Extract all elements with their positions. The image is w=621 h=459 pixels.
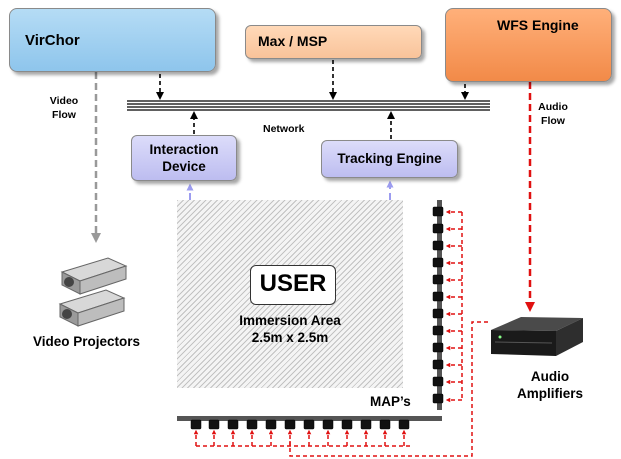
video-projectors-label: Video Projectors — [33, 334, 141, 349]
user-label: USER — [259, 270, 327, 297]
network-bus — [127, 100, 490, 111]
max-msp-label: Max / MSP — [258, 33, 328, 49]
speaker-feed-lines — [193, 209, 488, 457]
audio-amplifiers-line2: Amplifiers — [516, 386, 584, 401]
immersion-area-line1: Immersion Area — [239, 313, 341, 328]
wfs-engine-label: WFS Engine — [497, 17, 579, 33]
interaction-device-label: Interaction Device — [131, 141, 237, 175]
user-box — [250, 265, 336, 305]
speaker-array-bottom — [177, 416, 442, 430]
audio-flow-label: Audio Flow — [533, 100, 573, 128]
immersion-area-label: Immersion Area 2.5m x 2.5m — [200, 312, 380, 346]
speaker-array-right — [432, 200, 444, 410]
virchor-label: VirChor — [25, 32, 80, 49]
virchor-box — [9, 8, 216, 72]
video-flow-line2: Flow — [52, 109, 76, 121]
bus-connectors — [156, 60, 469, 139]
audio-flow-line1: Audio — [538, 101, 568, 113]
tracking-engine-box — [321, 140, 458, 178]
max-msp-box — [245, 25, 422, 59]
video-projectors-icon — [58, 257, 128, 327]
maps-label: MAP’s — [370, 394, 411, 409]
wfs-engine-box — [445, 8, 612, 82]
network-label: Network — [263, 123, 305, 135]
interaction-device-line2: Device — [162, 159, 206, 174]
interaction-device-box — [131, 135, 237, 181]
audio-amplifiers-icon — [491, 317, 583, 356]
interaction-device-line1: Interaction — [149, 142, 219, 157]
video-flow-label: Video Flow — [44, 94, 84, 122]
audio-flow-line2: Flow — [541, 115, 565, 127]
immersion-area-size: 2.5m x 2.5m — [251, 330, 329, 345]
audio-amplifiers-line1: Audio — [530, 369, 570, 384]
tracking-engine-label: Tracking Engine — [337, 151, 442, 166]
audio-amplifiers-label: Audio Amplifiers — [505, 368, 595, 402]
video-flow-line1: Video — [49, 95, 79, 107]
